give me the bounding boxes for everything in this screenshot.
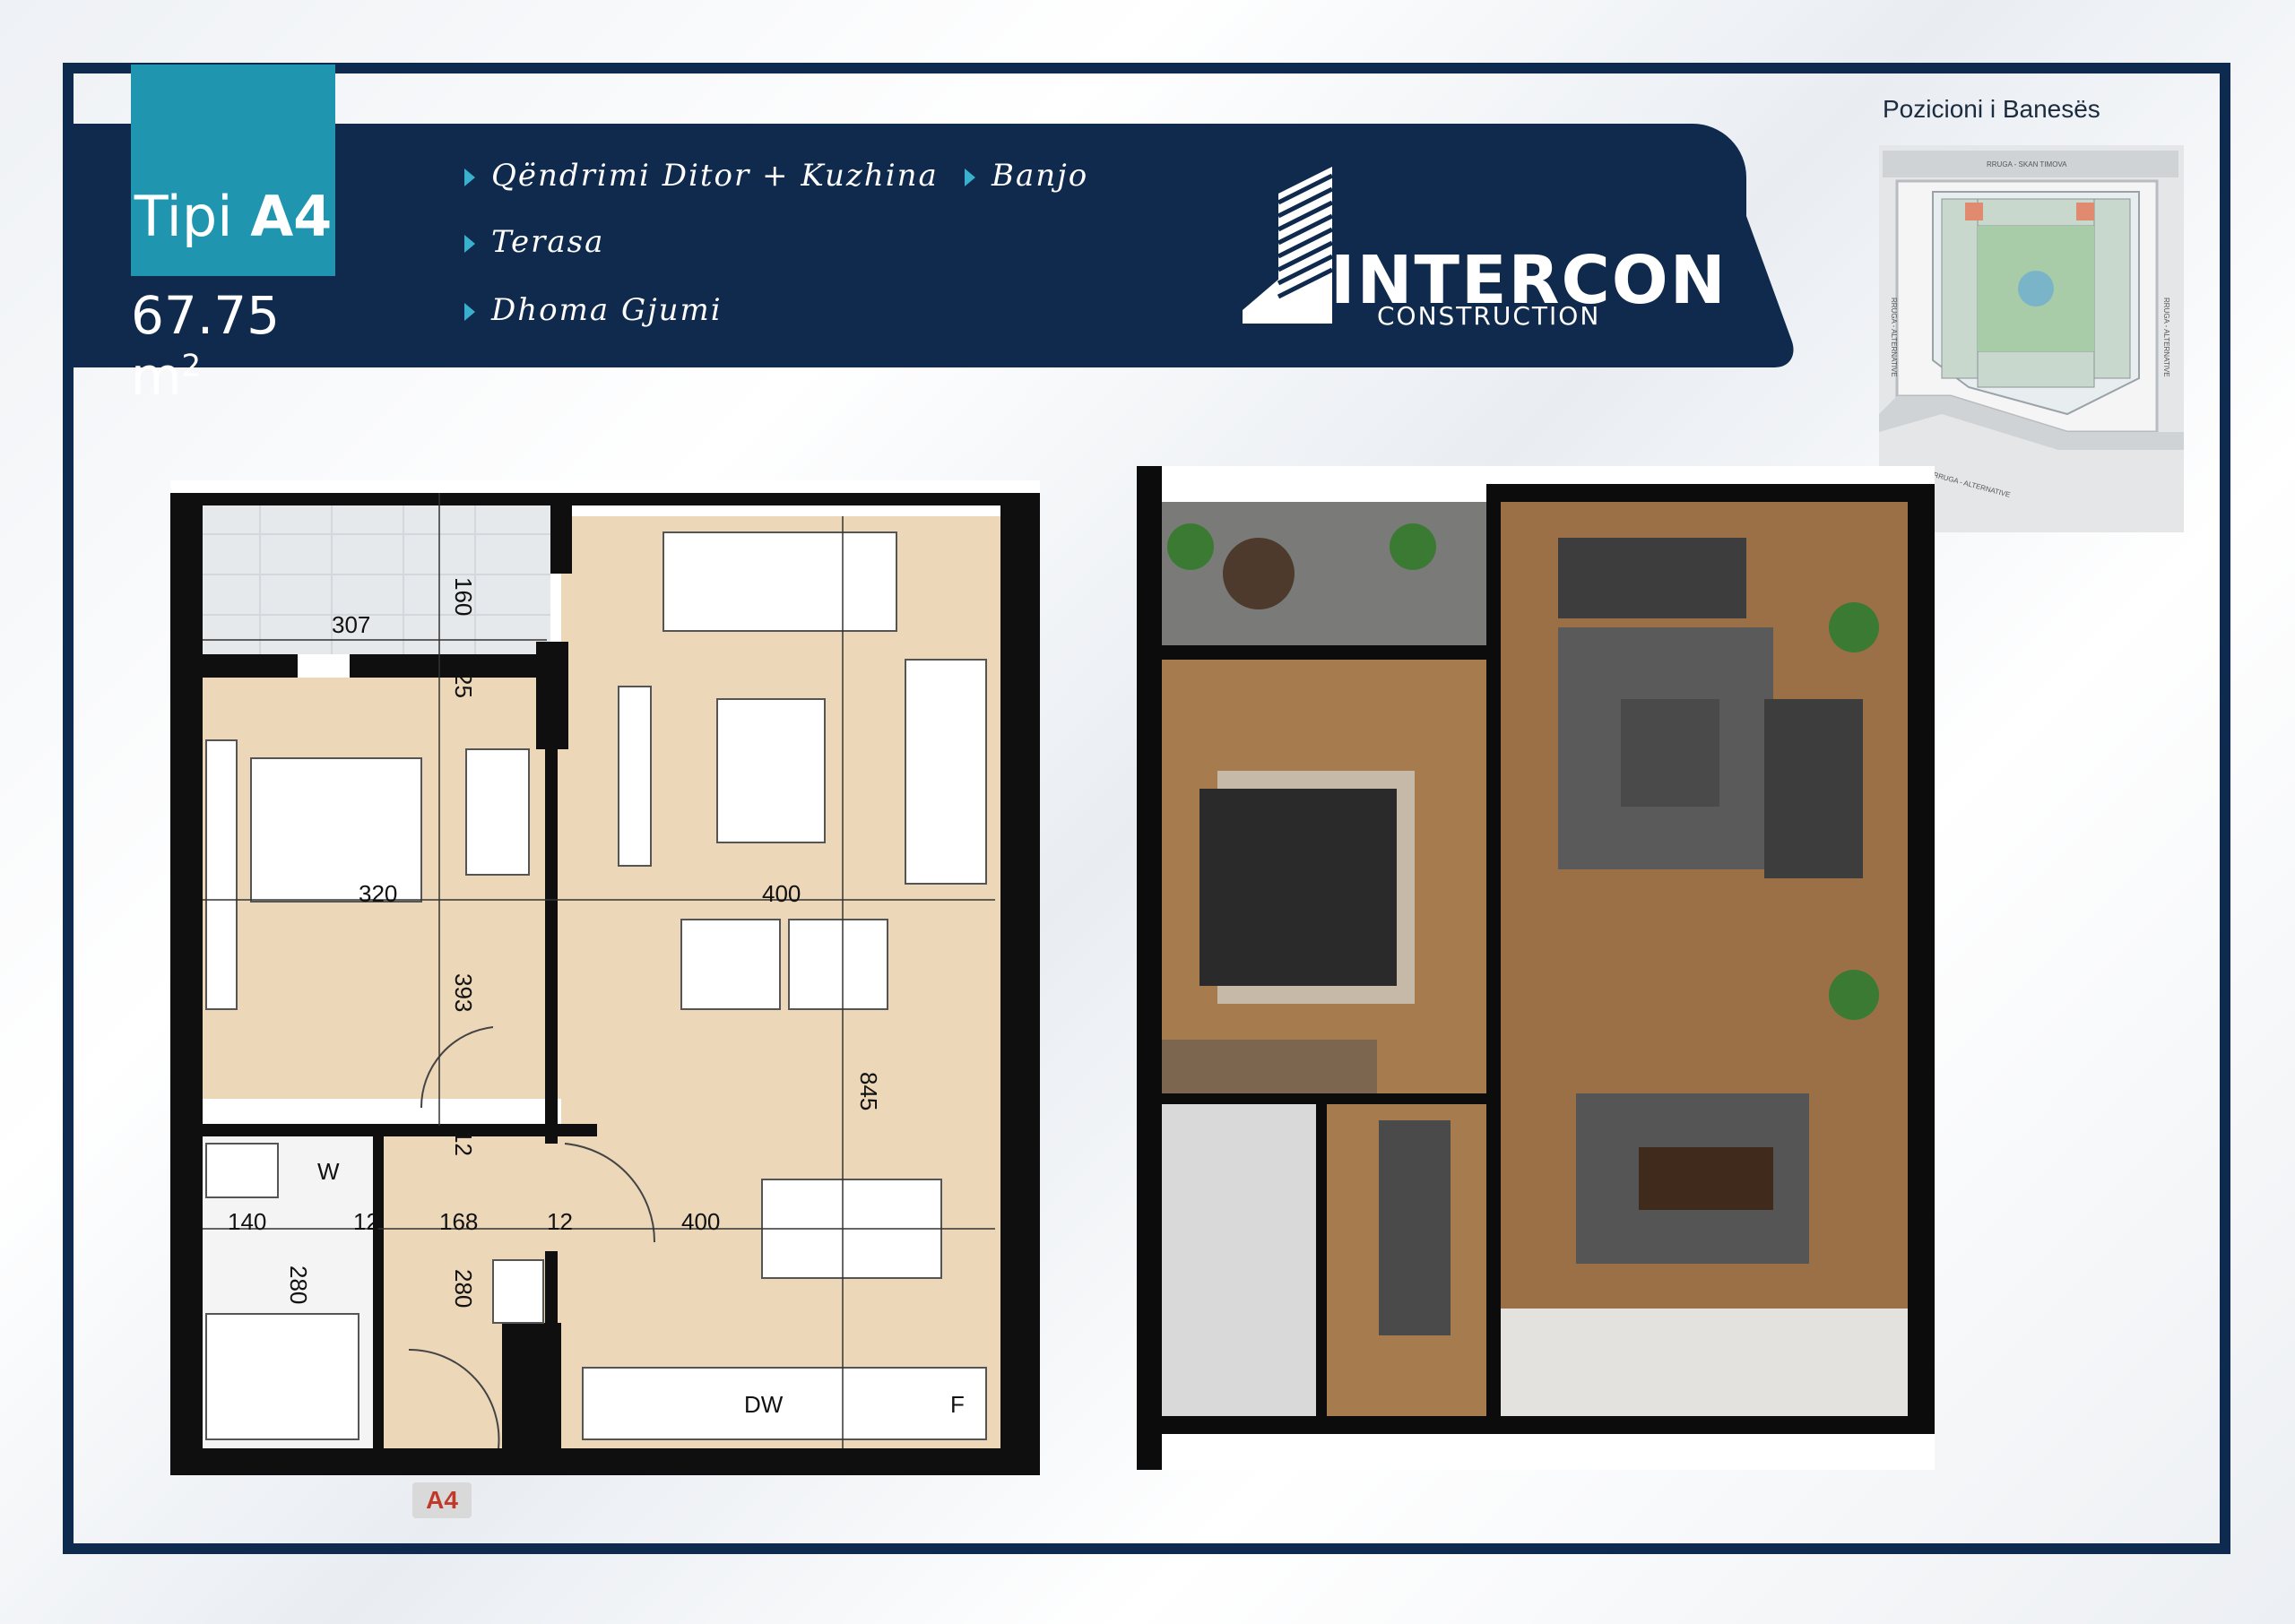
brand-sub: CONSTRUCTION <box>1377 301 1601 331</box>
terrace-3d <box>1162 502 1486 645</box>
dim-terrace-width: 307 <box>332 611 370 638</box>
brand-name: INTERCON <box>1330 242 1728 319</box>
dim-wall-12a: 12 <box>450 1130 477 1156</box>
floor-plan-2d: 307 160 25 320 393 400 845 12 140 280 12… <box>170 480 1040 1475</box>
bullet-icon <box>464 303 475 321</box>
dim-kitchen-width: 400 <box>681 1208 720 1235</box>
bathroom-3d <box>1162 1104 1316 1416</box>
header-bar <box>74 124 1746 367</box>
type-prefix: Tipi <box>134 184 233 249</box>
dim-wall-12c: 12 <box>547 1208 573 1235</box>
page-frame <box>63 63 2230 1554</box>
wardrobe <box>1162 1040 1377 1093</box>
coffee-table-icon <box>1621 699 1719 807</box>
dishwasher-label: DW <box>744 1391 784 1418</box>
door-swings <box>408 1026 656 1449</box>
bed-icon <box>1199 789 1397 986</box>
feature-bedroom: Dhoma Gjumi <box>464 292 723 328</box>
type-code: A4 <box>250 184 333 249</box>
road-top-label: RRUGA - SKAN TIMOVA <box>1987 160 2067 168</box>
sofa-icon <box>1558 538 1746 618</box>
plant-icon <box>1829 602 1879 652</box>
bullet-icon <box>965 168 975 186</box>
feature-terrace: Terasa <box>464 224 604 260</box>
terrace-table <box>1223 538 1295 609</box>
walls <box>170 493 1040 1475</box>
dim-wall-12b: 12 <box>353 1208 379 1235</box>
dim-bath-height: 280 <box>285 1266 312 1304</box>
apartment-type: Tipi A4 <box>131 184 335 249</box>
unit-badge: A4 <box>412 1482 472 1518</box>
dim-living-width: 400 <box>762 880 801 907</box>
dimension-lines <box>203 493 995 1448</box>
dim-bedroom-width: 320 <box>359 880 397 907</box>
dim-total-height: 845 <box>855 1072 882 1110</box>
dim-hall-width: 168 <box>439 1208 478 1235</box>
kitchen-counter <box>1501 1309 1908 1416</box>
area-value: 67.75 m <box>131 285 281 407</box>
terrace-area <box>203 493 550 654</box>
floor-plan-3d-render <box>1137 466 1935 1470</box>
feature-label: Banjo <box>992 158 1089 194</box>
feature-bathroom: Banjo <box>965 158 1088 194</box>
plant-icon <box>1829 970 1879 1020</box>
dim-wall-25: 25 <box>450 672 477 698</box>
hallway-runner <box>1379 1120 1451 1335</box>
furniture <box>205 531 987 1440</box>
dining-table-icon <box>1639 1147 1773 1210</box>
road-right-label: RRUGA - ALTERNATIVE <box>2162 298 2170 377</box>
type-box <box>131 65 335 276</box>
feature-label: Terasa <box>491 224 605 260</box>
dim-hall-height: 280 <box>450 1269 477 1308</box>
intercon-logo-icon <box>1243 167 1334 324</box>
walls-3d <box>1137 466 1935 1470</box>
sofa-side-icon <box>1764 699 1863 878</box>
fridge-label: F <box>950 1391 965 1418</box>
dim-bedroom-height: 393 <box>450 973 477 1012</box>
bullet-icon <box>464 235 475 253</box>
dim-terrace-height: 160 <box>450 577 477 616</box>
bullet-icon <box>464 168 475 186</box>
apartment-area: 67.75 m2 <box>131 285 346 407</box>
dim-bath-width: 140 <box>228 1208 266 1235</box>
feature-living-kitchen: Qëndrimi Ditor + Kuzhina <box>464 158 939 194</box>
road-left-label: RRUGA - ALTERNATIVE <box>1890 298 1898 377</box>
washer-label: W <box>317 1158 340 1185</box>
area-exponent: 2 <box>181 348 202 384</box>
feature-label: Qëndrimi Ditor + Kuzhina <box>491 158 939 194</box>
plant-icon <box>1167 523 1214 570</box>
feature-label: Dhoma Gjumi <box>491 292 723 328</box>
plant-icon <box>1390 523 1436 570</box>
position-title: Pozicioni i Banesës <box>1883 95 2100 123</box>
